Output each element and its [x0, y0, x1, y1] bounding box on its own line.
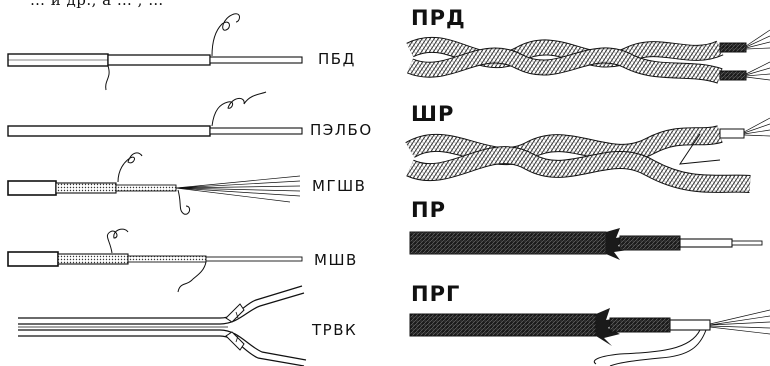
wire-pbd [8, 14, 302, 90]
wire-shr [410, 118, 770, 184]
label-pelbo: ПЭЛБО [310, 121, 373, 139]
label-prd: ПРД [411, 6, 466, 30]
label-pr: ПР [411, 198, 446, 222]
label-mgshv: МГШВ [312, 177, 366, 195]
label-mshv: МШВ [314, 251, 358, 269]
wire-trvk [18, 286, 306, 366]
wire-prg [410, 308, 770, 366]
wire-pelbo [8, 92, 302, 136]
label-pbd: ПБД [318, 50, 356, 68]
wire-mgshv [8, 153, 300, 214]
wire-prd [410, 30, 770, 80]
label-prg: ПРГ [411, 282, 460, 306]
label-trvk: ТРВК [312, 321, 357, 339]
wire-mshv [8, 229, 302, 292]
wire-pr [410, 228, 762, 260]
label-shr: ШР [411, 102, 454, 126]
